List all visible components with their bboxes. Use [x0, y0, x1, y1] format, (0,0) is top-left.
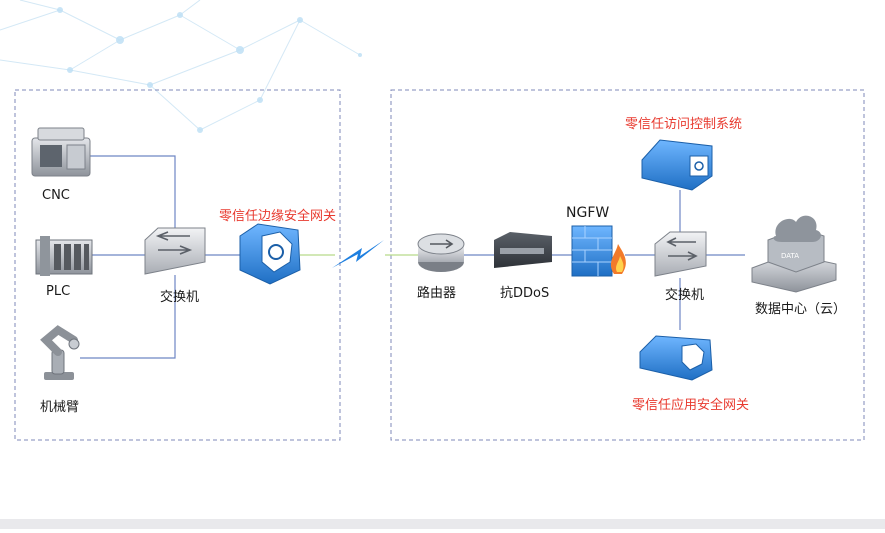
links: [80, 155, 745, 359]
zt-edge-gateway-icon: [239, 223, 301, 285]
label-switch-right: 交换机: [665, 288, 705, 303]
label-router: 路由器: [417, 286, 457, 301]
link-arm-switch: [80, 275, 176, 359]
zone-edge: [14, 89, 341, 441]
label-zt-app-gateway: 零信任应用安全网关: [632, 398, 750, 413]
bottom-bar: [0, 519, 885, 529]
data-center-data-text: DATA: [781, 252, 799, 260]
label-zt-access-control: 零信任访问控制系统: [625, 117, 743, 132]
robot-arm-icon: [40, 325, 80, 380]
label-zt-edge-gateway: 零信任边缘安全网关: [219, 209, 337, 224]
switch-left-icon: [144, 227, 206, 275]
anti-ddos-icon: [494, 232, 552, 268]
label-robot-arm: 机械臂: [40, 400, 80, 415]
zone-datacenter: [390, 89, 865, 441]
zt-app-gateway-icon: [639, 335, 713, 381]
ngfw-firewall-icon: [571, 225, 626, 277]
label-ngfw: NGFW: [566, 205, 610, 221]
label-plc: PLC: [46, 284, 71, 299]
cnc-icon: [31, 127, 91, 177]
zt-access-control-icon: [641, 139, 713, 191]
data-center-icon: [751, 215, 837, 293]
switch-right-icon: [654, 231, 707, 277]
wan-lightning-icon: [332, 240, 384, 268]
background-nodes: [57, 7, 362, 133]
plc-icon: [35, 236, 93, 276]
label-cnc: CNC: [42, 188, 70, 203]
label-data-center: 数据中心（云）: [755, 302, 847, 317]
router-icon: [417, 233, 465, 272]
link-cnc-switch: [90, 155, 176, 240]
background-network-pattern: [0, 0, 361, 131]
label-switch-left: 交换机: [160, 290, 200, 305]
label-anti-ddos: 抗DDoS: [500, 286, 550, 301]
